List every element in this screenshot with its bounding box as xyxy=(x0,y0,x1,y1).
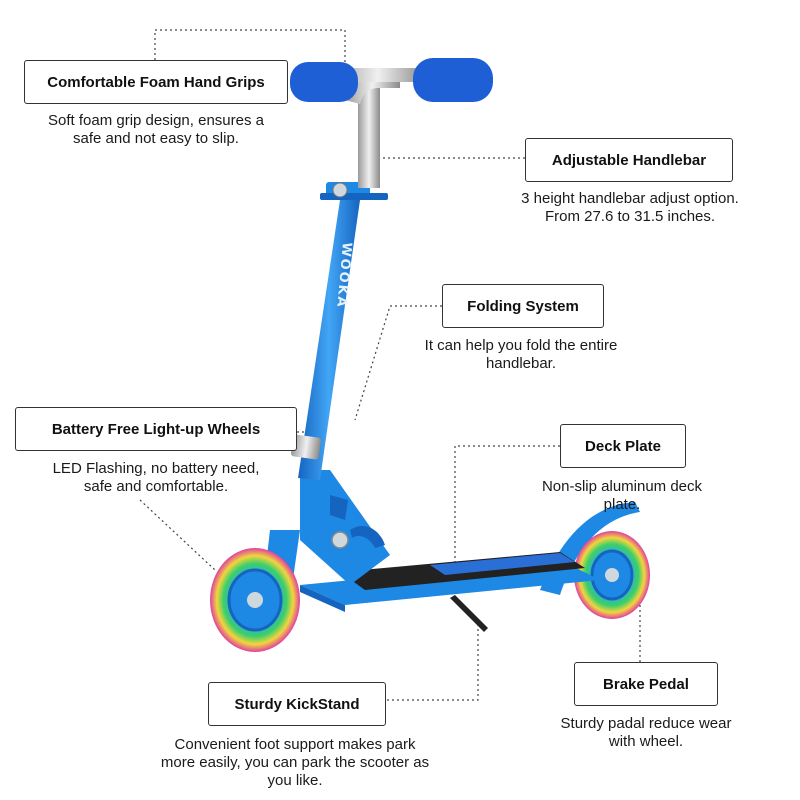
leader-lines xyxy=(139,29,641,701)
handlebar-desc-line2: From 27.6 to 31.5 inches. xyxy=(544,208,716,225)
wheels-title: Battery Free Light-up Wheels xyxy=(15,407,297,451)
deck-desc: Non-slip aluminum deck plate. xyxy=(512,478,732,514)
kickstand-leader xyxy=(372,625,479,701)
kickstand-desc-line3: you like. xyxy=(267,772,323,789)
brake-desc: Sturdy padal reduce wear with wheel. xyxy=(530,715,762,751)
kickstand-desc: Convenient foot support makes park more … xyxy=(115,736,475,790)
folding-desc-line2: handlebar. xyxy=(485,355,557,372)
brake-desc-line2: with wheel. xyxy=(608,733,684,750)
folding-leader xyxy=(354,305,442,421)
wheels-leader-2 xyxy=(139,499,216,571)
stem-silver xyxy=(358,88,380,188)
wheels-desc-line1: LED Flashing, no battery need, xyxy=(52,460,260,477)
kickstand-desc-line2: more easily, you can park the scooter as xyxy=(160,754,430,771)
folding-desc-line1: It can help you fold the entire xyxy=(424,337,618,354)
deck-desc-line2: plate. xyxy=(603,496,641,513)
kickstand-title: Sturdy KickStand xyxy=(208,682,386,726)
stem-blue xyxy=(298,200,360,480)
stem-brand-text: WOOKA xyxy=(333,242,354,310)
brake-title: Brake Pedal xyxy=(574,662,718,706)
left-grip xyxy=(290,62,358,102)
kickstand-graphic xyxy=(450,595,488,632)
grips-leader xyxy=(154,29,346,72)
front-wheel xyxy=(210,548,300,652)
deck-plate-graphic xyxy=(300,552,600,612)
hand-grips-desc-line1: Soft foam grip design, ensures a xyxy=(48,112,264,129)
handlebar-title: Adjustable Handlebar xyxy=(525,138,733,182)
hand-grips-desc-line2: safe and not easy to slip. xyxy=(73,130,239,147)
folding-mechanism xyxy=(300,470,390,585)
folding-title: Folding System xyxy=(442,284,604,328)
deck-leader xyxy=(454,445,560,570)
hand-grips-title: Comfortable Foam Hand Grips xyxy=(24,60,288,104)
wheels-desc: LED Flashing, no battery need, safe and … xyxy=(15,460,297,496)
folding-desc: It can help you fold the entire handleba… xyxy=(390,337,652,373)
handlebar-desc-line1: 3 height handlebar adjust option. xyxy=(521,190,739,207)
brake-desc-line1: Sturdy padal reduce wear xyxy=(560,715,732,732)
deck-desc-line1: Non-slip aluminum deck xyxy=(541,478,703,495)
hand-grips-desc: Soft foam grip design, ensures a safe an… xyxy=(24,112,288,148)
rear-wheel xyxy=(574,531,650,619)
wheels-desc-line2: safe and comfortable. xyxy=(83,478,229,495)
lower-clamp xyxy=(290,434,322,460)
deck-title: Deck Plate xyxy=(560,424,686,468)
kickstand-desc-line1: Convenient foot support makes park xyxy=(174,736,416,753)
handlebar-desc: 3 height handlebar adjust option. From 2… xyxy=(480,190,780,226)
right-grip xyxy=(413,58,493,102)
